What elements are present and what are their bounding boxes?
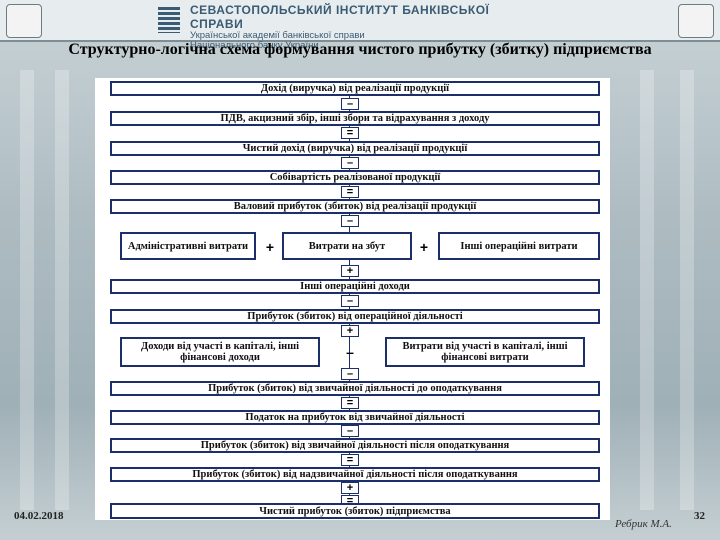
sign-plus: + xyxy=(415,239,433,255)
bank-logo-icon xyxy=(678,4,714,38)
sign-minus: – xyxy=(341,215,359,227)
sign-plus: + xyxy=(341,482,359,494)
sign-minus: – xyxy=(341,344,359,360)
row-cost: Собівартість реалізованої продукції xyxy=(110,170,600,185)
box-other-operating-expenses: Інші операційні витрати xyxy=(438,232,600,260)
institute-logo-icon xyxy=(6,4,42,38)
footer-date: 04.02.2018 xyxy=(14,510,64,522)
sign-minus: – xyxy=(341,368,359,380)
sign-minus: – xyxy=(341,98,359,110)
row-operating-profit: Прибуток (збиток) від операційної діяльн… xyxy=(110,309,600,324)
row-net-profit: Чистий прибуток (збиток) підприємства xyxy=(110,503,600,519)
page-number: 32 xyxy=(694,510,705,522)
footer-author: Ребрик М.А. xyxy=(615,518,672,530)
sign-plus: + xyxy=(341,265,359,277)
box-sales-expenses: Витрати на збут xyxy=(282,232,412,260)
sign-equals: = xyxy=(341,127,359,139)
sign-minus: – xyxy=(341,157,359,169)
sign-equals: = xyxy=(341,454,359,466)
row-other-operating-income: Інші операційні доходи xyxy=(110,279,600,294)
slide-title: Структурно-логічна схема формування чист… xyxy=(40,40,680,59)
institute-name: СЕВАСТОПОЛЬСЬКИЙ ІНСТИТУТ БАНКІВСЬКОЇ СП… xyxy=(190,3,540,31)
sign-plus: + xyxy=(261,239,279,255)
row-profit-before-tax: Прибуток (збиток) від звичайної діяльнос… xyxy=(110,381,600,396)
box-financial-expenses: Витрати від участі в капіталі, інші фіна… xyxy=(385,337,585,367)
row-net-revenue: Чистий дохід (виручка) від реалізації пр… xyxy=(110,141,600,156)
row-vat: ПДВ, акцизний збір, інші збори та відрах… xyxy=(110,111,600,126)
box-financial-income: Доходи від участі в капіталі, інші фінан… xyxy=(120,337,320,367)
row-profit-after-tax: Прибуток (збиток) від звичайної діяльнос… xyxy=(110,438,600,453)
sign-minus: – xyxy=(341,425,359,437)
sign-plus: + xyxy=(341,325,359,337)
sign-minus: – xyxy=(341,295,359,307)
row-income-tax: Податок на прибуток від звичайної діяльн… xyxy=(110,410,600,425)
row-revenue: Дохід (виручка) від реалізації продукції xyxy=(110,81,600,96)
header-banner: СЕВАСТОПОЛЬСЬКИЙ ІНСТИТУТ БАНКІВСЬКОЇ СП… xyxy=(0,0,720,42)
row-gross-profit: Валовий прибуток (збиток) від реалізації… xyxy=(110,199,600,214)
diagram-panel: Дохід (виручка) від реалізації продукції… xyxy=(95,78,610,520)
box-admin-expenses: Адміністративні витрати xyxy=(120,232,256,260)
flag-icon xyxy=(158,7,180,33)
sign-equals: = xyxy=(341,186,359,198)
row-extraordinary-profit: Прибуток (збиток) від надзвичайної діяль… xyxy=(110,467,600,482)
sign-equals: = xyxy=(341,397,359,409)
